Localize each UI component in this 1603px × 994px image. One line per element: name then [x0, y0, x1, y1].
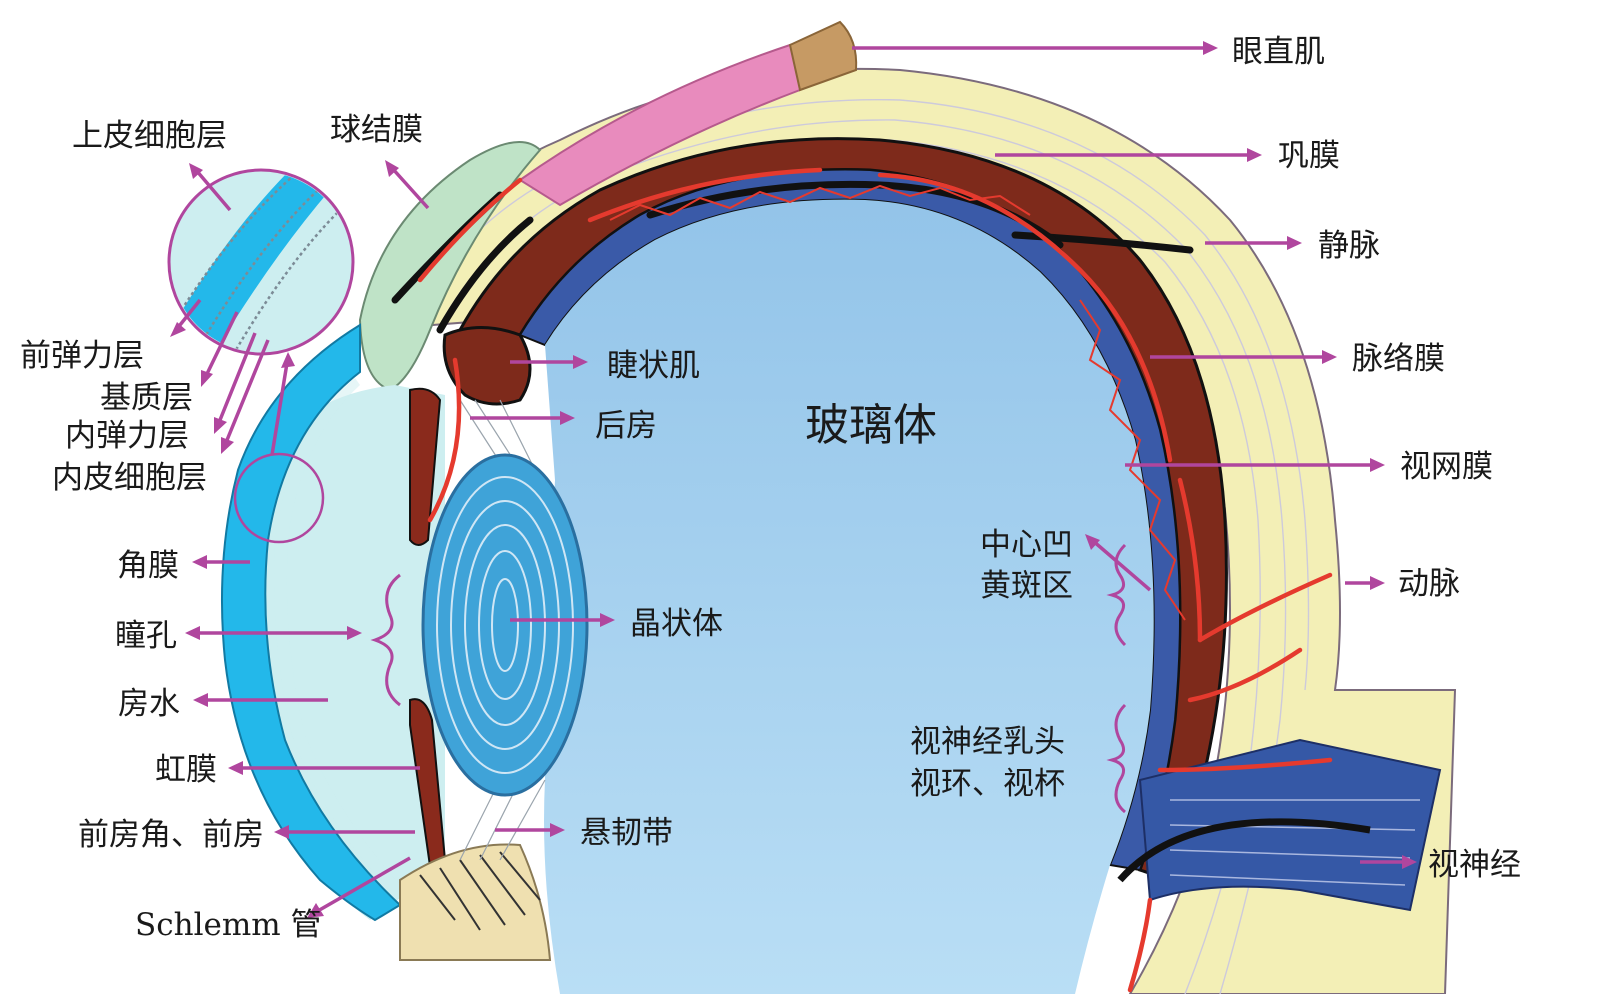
cornea-shape: [220, 323, 402, 922]
label-cornea: 角膜: [117, 548, 179, 584]
iris-upper-shape: [409, 387, 442, 546]
cornea-source-circle: [233, 452, 325, 544]
eye-cross-section: [167, 20, 1457, 994]
label-pupil: 瞳孔: [115, 618, 177, 654]
label-ciliary-muscle: 睫状肌: [607, 348, 700, 384]
label-vein: 静脉: [1318, 228, 1380, 264]
label-descemet-membrane: 内弹力层: [65, 418, 189, 454]
label-choroid: 脉络膜: [1352, 341, 1445, 377]
label-epithelium: 上皮细胞层: [72, 118, 227, 154]
lens-shape: [421, 453, 589, 797]
label-sclera: 巩膜: [1278, 138, 1340, 174]
arteries: [417, 167, 1333, 993]
label-posterior-chamber: 后房: [595, 408, 657, 444]
label-bowman-layer: 前弹力层: [20, 338, 144, 374]
label-lens: 晶状体: [630, 606, 723, 642]
label-bulbar-conjunctiva: 球结膜: [330, 112, 423, 148]
magnifier-link-head: [281, 352, 295, 368]
label-zonule: 悬韧带: [580, 815, 673, 851]
label-rectus-muscle: 眼直肌: [1232, 34, 1325, 70]
angle-hatching: [419, 851, 541, 931]
label-retina: 视网膜: [1400, 449, 1493, 485]
label-iris: 虹膜: [155, 752, 217, 788]
magnifier-link-line: [270, 356, 290, 456]
label-optic-disc: 视神经乳头: [910, 724, 1065, 760]
label-artery: 动脉: [1398, 566, 1460, 602]
label-endothelium: 内皮细胞层: [52, 460, 207, 496]
label-angle-anterior-chamber: 前房角、前房: [78, 817, 264, 853]
optic-nerve-sheath: [1117, 818, 1371, 883]
cornea-light-band: [274, 378, 405, 895]
pupil-bracket: [370, 573, 401, 707]
label-stroma: 基质层: [100, 380, 193, 416]
optic-disc-bracket: [1106, 703, 1127, 814]
label-macula: 黄斑区: [980, 568, 1073, 604]
labels: 玻璃体 上皮细胞层 球结膜 前弹力层 基质层 内弹力层 内皮细胞层 角膜 瞳孔 …: [20, 34, 1521, 943]
rectus-tendon-shape: [788, 20, 858, 92]
annotation-pointers: [170, 41, 1417, 918]
capillaries: [609, 184, 1186, 621]
angle-shape: [399, 843, 552, 961]
ciliary-body-shape: [442, 326, 532, 406]
vitreous-shape: [544, 199, 1154, 994]
label-optic-nerve: 视神经: [1428, 847, 1521, 883]
label-fovea: 中心凹: [980, 527, 1073, 563]
label-optic-ring-cup: 视环、视杯: [910, 766, 1065, 802]
lens-fibres: [436, 476, 574, 774]
cornea-magnified-layers: [171, 172, 341, 352]
label-schlemm-canal: Schlemm 管: [135, 907, 321, 943]
vitreous-title: 玻璃体: [805, 400, 937, 451]
fovea-bracket: [1106, 543, 1127, 647]
label-aqueous-humor: 房水: [118, 686, 180, 722]
